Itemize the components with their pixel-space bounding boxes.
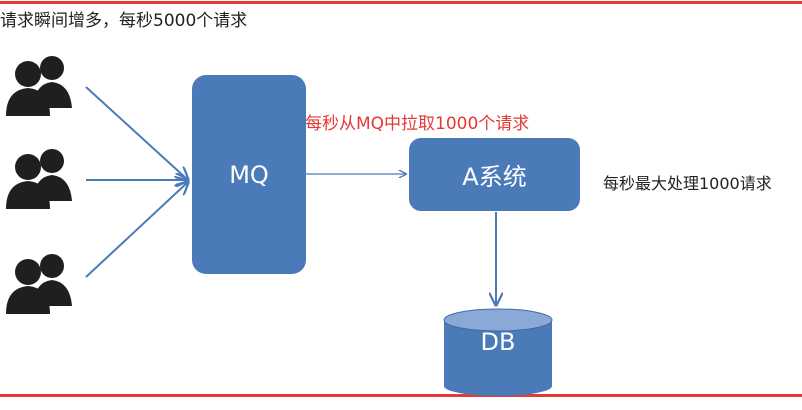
user-group-icon: [6, 149, 72, 209]
user-group-icon: [6, 56, 72, 116]
db-label: DB: [480, 328, 516, 356]
bottom-border-line: [0, 394, 802, 397]
db-cylinder: [443, 308, 553, 396]
system-a-label: A系统: [462, 163, 527, 191]
pull-rate-label: 每秒从MQ中拉取1000个请求: [305, 114, 530, 134]
top-border-line: [0, 1, 802, 4]
user-to-mq-arrow-3: [85, 182, 188, 278]
mq-box: MQ: [192, 75, 306, 274]
capacity-label: 每秒最大处理1000请求: [603, 174, 772, 193]
diagram-caption: 请求瞬间增多，每秒5000个请求: [0, 11, 248, 31]
mq-label: MQ: [229, 160, 269, 189]
user-to-mq-arrow-1: [85, 86, 188, 180]
user-group-icon: [6, 254, 72, 314]
system-a-box: A系统: [409, 138, 580, 211]
